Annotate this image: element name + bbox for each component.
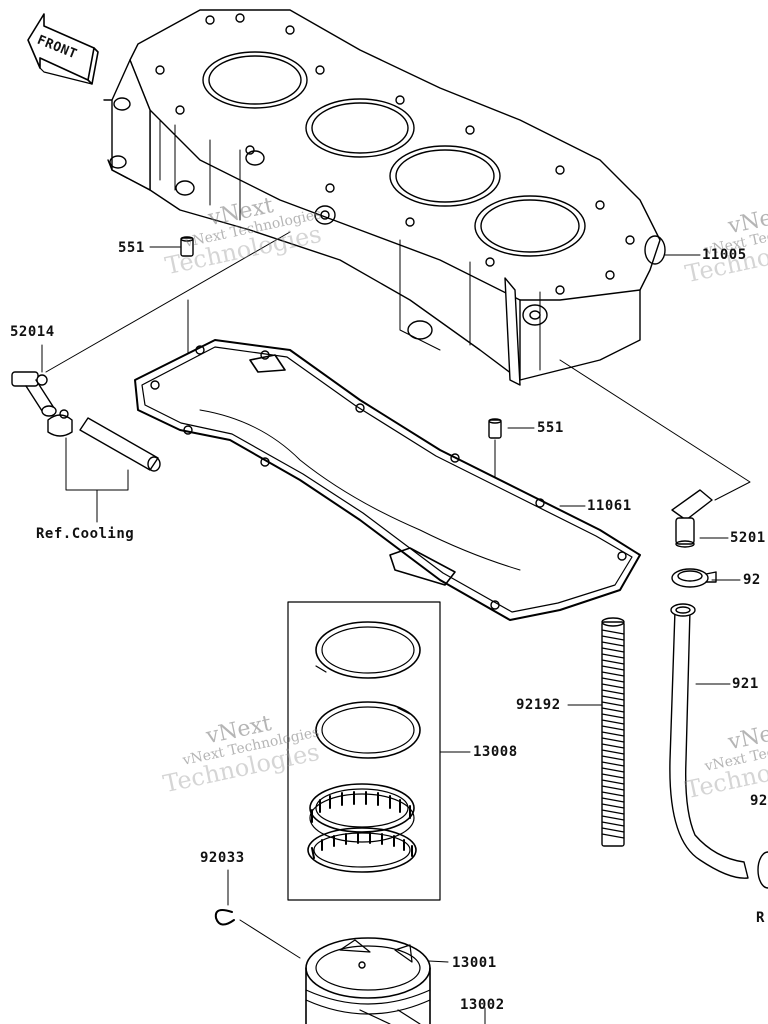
label-11061: 11061	[587, 498, 632, 514]
ring-set	[288, 602, 440, 900]
label-551-top: 551	[118, 240, 145, 256]
hose-left	[80, 418, 160, 471]
fitting-partial-right	[758, 852, 768, 888]
fitting-right	[672, 490, 712, 547]
label-92033: 92033	[200, 850, 245, 866]
label-5201-right: 5201	[730, 530, 766, 546]
label-551-mid: 551	[537, 420, 564, 436]
head-gasket	[135, 340, 640, 620]
piston	[306, 938, 430, 1024]
label-ref-cooling: Ref.Cooling	[36, 526, 135, 542]
front-arrow-icon	[28, 14, 98, 84]
clamp-left	[48, 410, 72, 436]
label-13008: 13008	[473, 744, 518, 760]
label-921-right: 921	[732, 676, 759, 692]
dowel-pin-top	[181, 237, 193, 256]
label-52014: 52014	[10, 324, 55, 340]
label-r-right: R	[756, 910, 765, 926]
clamp-right	[672, 569, 716, 587]
circlip	[216, 910, 234, 925]
dowel-pin-mid	[489, 419, 501, 438]
label-92-right: 92	[743, 572, 761, 588]
label-11005: 11005	[702, 247, 747, 263]
label-92-right-2: 92	[750, 793, 768, 809]
stud-bolt	[602, 618, 624, 846]
fitting-left	[12, 372, 56, 416]
label-92192: 92192	[516, 697, 561, 713]
label-13001: 13001	[452, 955, 497, 971]
cylinder-block	[104, 10, 665, 385]
hose-right	[670, 604, 748, 878]
label-13002: 13002	[460, 997, 505, 1013]
leader-lines	[42, 232, 750, 1024]
